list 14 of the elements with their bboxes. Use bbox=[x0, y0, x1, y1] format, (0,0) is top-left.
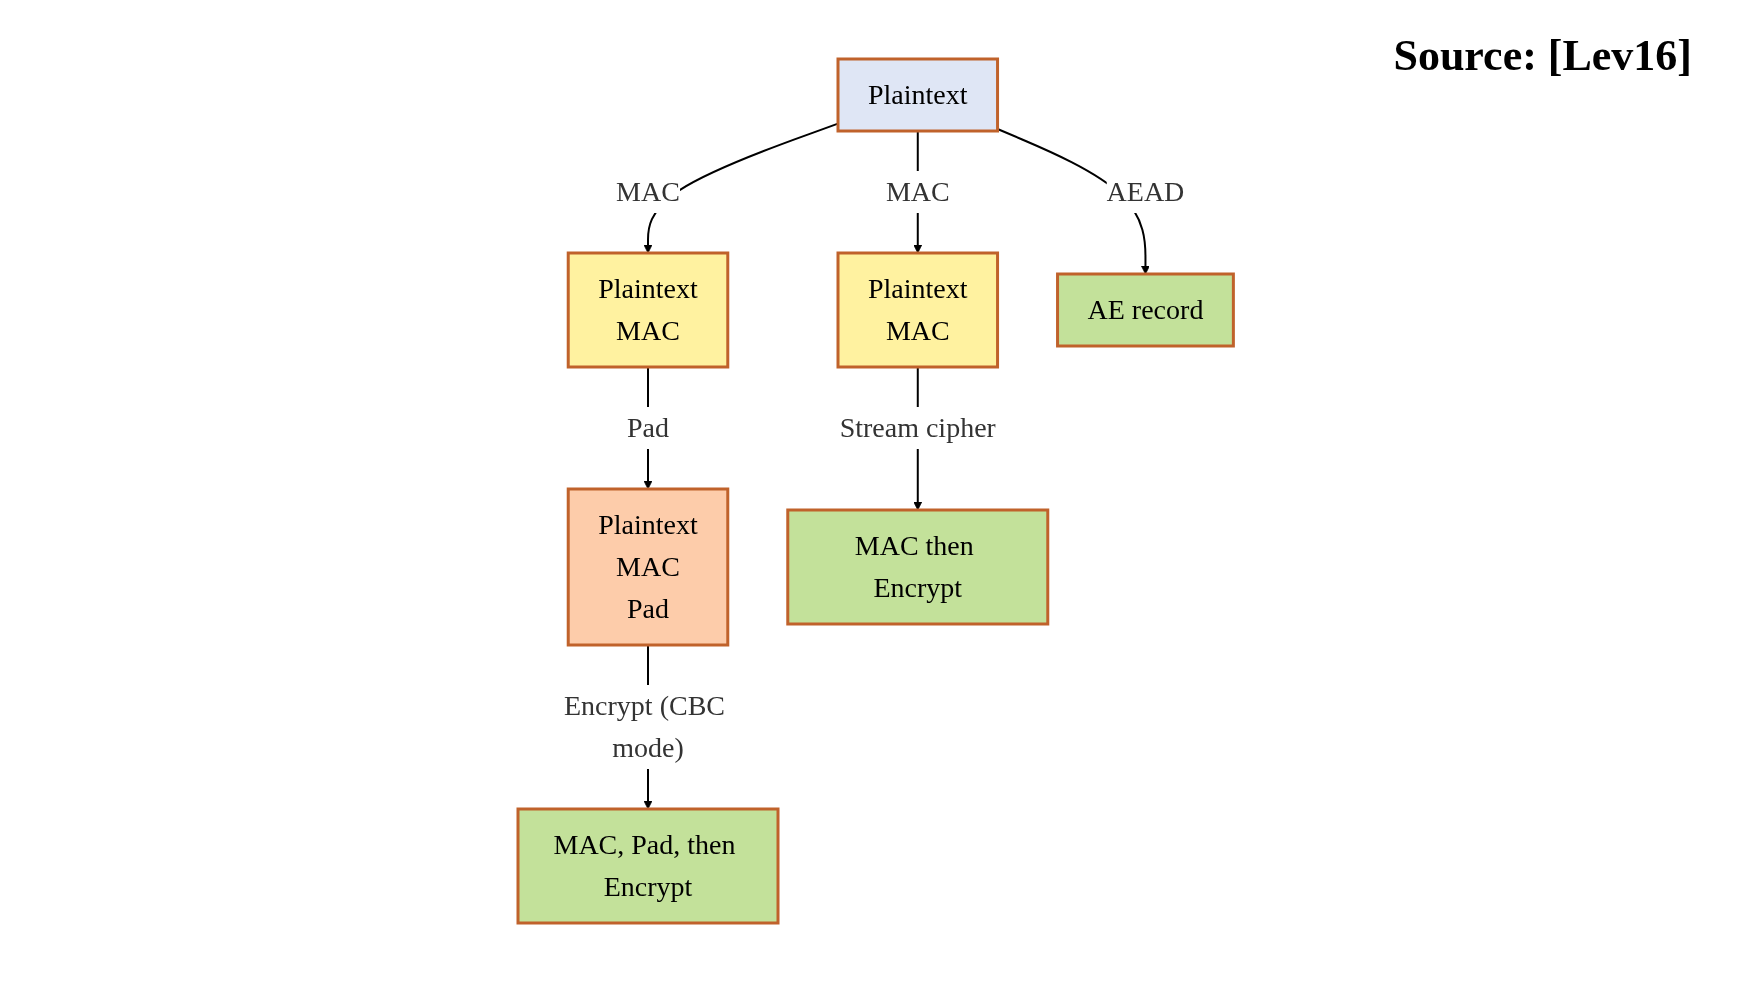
edge-label: Encrypt (CBC mode) bbox=[564, 689, 726, 763]
node-box: Plaintext MAC bbox=[836, 251, 1000, 368]
edge-label: Stream cipher bbox=[839, 411, 997, 443]
node-box: MAC then Encrypt bbox=[786, 508, 1050, 625]
source-note: Source: [Lev16] bbox=[1393, 30, 1692, 81]
node-box: Plaintext MAC bbox=[567, 251, 730, 368]
edge-label: MAC bbox=[886, 175, 950, 207]
edge-label: AEAD bbox=[1106, 175, 1185, 207]
node-box: MAC, Pad, then Encrypt bbox=[516, 807, 780, 924]
node-box: Plaintext bbox=[836, 57, 1000, 132]
node-box: AE record bbox=[1056, 272, 1236, 347]
edge-label: Pad bbox=[627, 411, 670, 443]
node-box: Plaintext MAC Pad bbox=[567, 487, 730, 646]
edge-label: MAC bbox=[616, 175, 681, 207]
